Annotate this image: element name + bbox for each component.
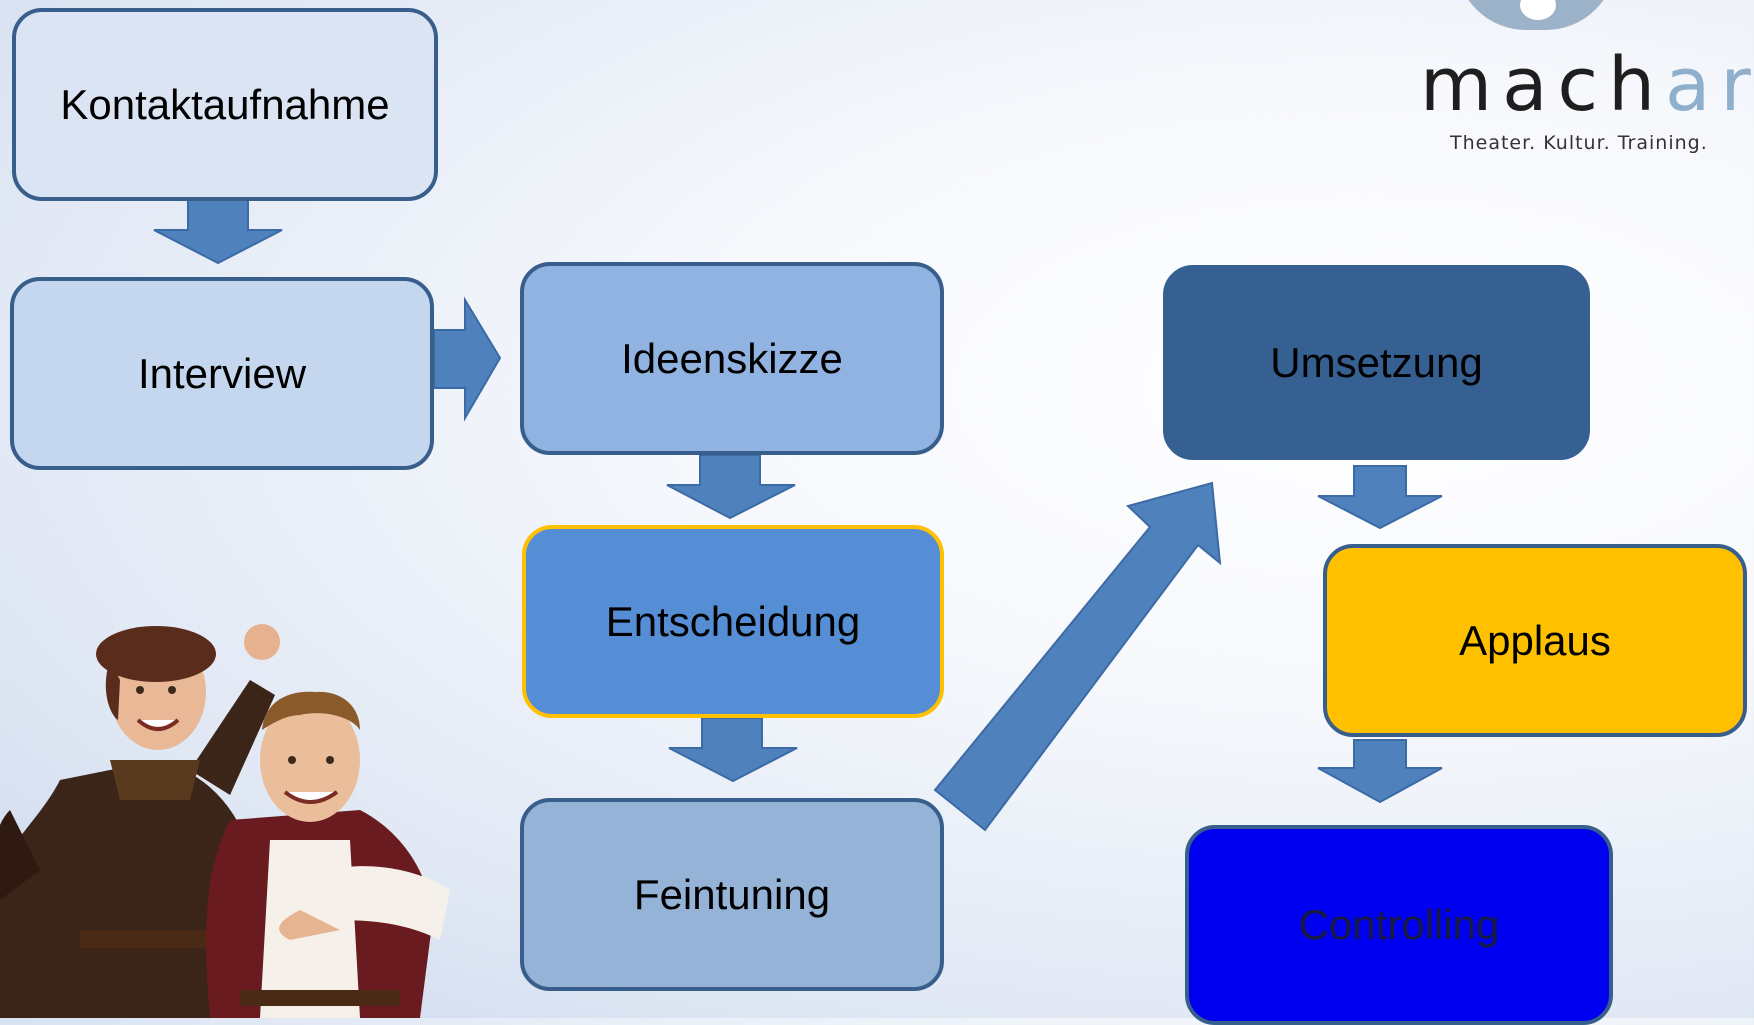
step-ideenskizze-label: Ideenskizze	[621, 334, 843, 382]
step-ideenskizze: Ideenskizze	[520, 262, 944, 455]
arrow-right-interview-ideen	[433, 296, 502, 422]
arrow-down-ideen-entsch	[666, 454, 796, 520]
step-feintuning-label: Feintuning	[633, 870, 831, 918]
step-kontaktaufnahme: Kontaktaufnahme	[12, 8, 438, 201]
logo-word-mach: mach	[1420, 42, 1666, 128]
step-interview: Interview	[10, 277, 434, 470]
step-controlling-label: Controlling	[1298, 901, 1500, 948]
actor-right-figure	[206, 691, 450, 1018]
arrow-down-umsetz-applaus	[1317, 465, 1443, 530]
step-controlling: Controlling	[1185, 825, 1613, 1025]
arrow-diagonal-fein-umsetz	[933, 481, 1222, 832]
step-interview-label: Interview	[137, 349, 307, 397]
logo-wordmark: machart	[1420, 48, 1754, 122]
logo-dot-icon	[1520, 0, 1556, 20]
step-entscheidung-label: Entscheidung	[605, 597, 861, 645]
logo-tagline: Theater. Kultur. Training.	[1450, 132, 1708, 154]
logo-word-art: art	[1665, 42, 1754, 128]
machart-logo: machart Theater. Kultur. Training.	[1420, 0, 1754, 160]
step-feintuning: Feintuning	[520, 798, 944, 991]
arrow-down-kontakt-interview	[153, 199, 283, 265]
step-entscheidung: Entscheidung	[522, 525, 944, 718]
step-applaus-label: Applaus	[1459, 616, 1611, 664]
step-kontaktaufnahme-label: Kontaktaufnahme	[60, 80, 390, 128]
arrow-down-applaus-control	[1317, 739, 1443, 804]
step-umsetzung: Umsetzung	[1163, 265, 1590, 460]
actor-left-figure	[0, 624, 280, 1018]
step-applaus: Applaus	[1323, 544, 1747, 737]
actors-photo	[0, 624, 450, 1018]
step-umsetzung-label: Umsetzung	[1270, 338, 1483, 386]
arrow-down-entsch-fein	[668, 717, 798, 783]
